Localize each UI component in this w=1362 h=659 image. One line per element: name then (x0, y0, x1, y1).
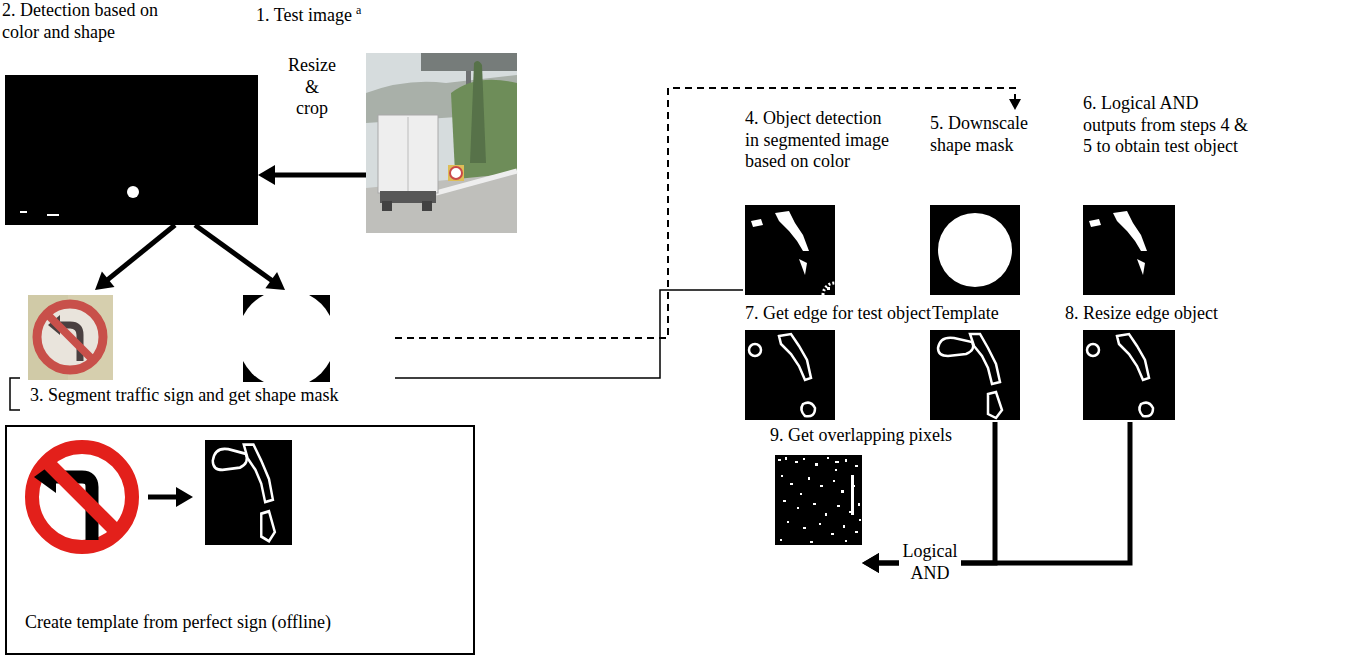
segmented-object (745, 205, 835, 295)
flow-arrow (258, 165, 366, 185)
downscaled-mask (930, 205, 1020, 295)
arrow-head (1009, 99, 1021, 110)
step-caption: 3. Segment traffic sign and get shape ma… (30, 385, 339, 407)
caption-text: 4. Object detection in segmented image b… (745, 108, 889, 171)
step-caption: 2. Detection based on color and shape (2, 0, 167, 43)
caption-text: Create template from perfect sign (offli… (25, 612, 331, 632)
arrow-head (862, 553, 879, 573)
arrow-head (862, 553, 879, 573)
edge-image (745, 330, 835, 420)
overlap-image (775, 455, 862, 545)
resized-edge-image (1083, 330, 1175, 420)
edge-label: Logical AND (899, 541, 961, 584)
step-panel: 8. Resize edge object (1063, 303, 1258, 422)
connector-line (395, 88, 1015, 338)
caption-text: 3. Segment traffic sign and get shape ma… (30, 385, 339, 405)
perfect-sign (32, 447, 132, 547)
step-panel: 2. Detection based on color and shape (5, 75, 258, 225)
test-photo (366, 53, 517, 233)
caption-text: 1. Test image (256, 5, 352, 25)
arrow-head (265, 272, 285, 290)
offline-template (205, 440, 292, 545)
step-panel: 1. Test imagea (366, 53, 517, 233)
arrow-head (258, 165, 275, 185)
detection-panel (5, 75, 258, 225)
offline-box: Create template from perfect sign (offli… (5, 425, 475, 655)
caption-text: 8. Resize edge object (1065, 303, 1218, 323)
flow-arrow (195, 225, 285, 290)
step-caption: 1. Test image a (256, 3, 361, 27)
edge-label: Resize & crop (286, 55, 339, 120)
step-caption: Template (932, 303, 999, 325)
offline-arrow (148, 487, 193, 507)
connector-line (272, 173, 366, 178)
caption-text: 2. Detection based on color and shape (2, 0, 158, 42)
footnote-mark: a (356, 3, 361, 17)
step-caption: 8. Resize edge object (1065, 303, 1218, 325)
caption-text: 7. Get edge for test object (745, 303, 931, 323)
step-caption: 5. Downscale shape mask (930, 113, 1050, 156)
step-panel: 4. Object detection in segmented image b… (743, 108, 913, 298)
segmented-sign (28, 295, 113, 380)
connector-line (195, 225, 274, 282)
flow-arrow (395, 290, 743, 378)
test-object (1083, 205, 1175, 295)
step-caption: Create template from perfect sign (offli… (25, 612, 331, 634)
connector-line (106, 225, 175, 281)
arrow-head (95, 272, 114, 290)
flow-arrow (395, 88, 1021, 338)
step-caption: 7. Get edge for test object (745, 303, 931, 325)
step-panel: 6. Logical AND outputs from steps 4 & 5 … (1081, 93, 1271, 298)
step-caption: 9. Get overlapping pixels (770, 425, 952, 447)
step-panel: Template (928, 303, 1023, 422)
connector-line (395, 290, 743, 378)
step-panel: 5. Downscale shape mask (928, 110, 1053, 298)
step-panel: 3. Segment traffic sign and get shape ma… (10, 290, 395, 412)
caption-text: Template (932, 303, 999, 323)
step-panel: 7. Get edge for test object (743, 303, 939, 423)
step-caption: 4. Object detection in segmented image b… (745, 108, 895, 173)
shape-mask (243, 295, 330, 382)
template-image (930, 330, 1020, 420)
flow-arrow (95, 225, 175, 290)
group-bracket (10, 378, 20, 410)
caption-text: 5. Downscale shape mask (930, 113, 1028, 155)
step-panel: 9. Get overlapping pixels (775, 455, 862, 572)
step-caption: 6. Logical AND outputs from steps 4 & 5 … (1083, 93, 1255, 158)
caption-text: 6. Logical AND outputs from steps 4 & 5 … (1083, 93, 1248, 156)
caption-text: 9. Get overlapping pixels (770, 425, 952, 445)
